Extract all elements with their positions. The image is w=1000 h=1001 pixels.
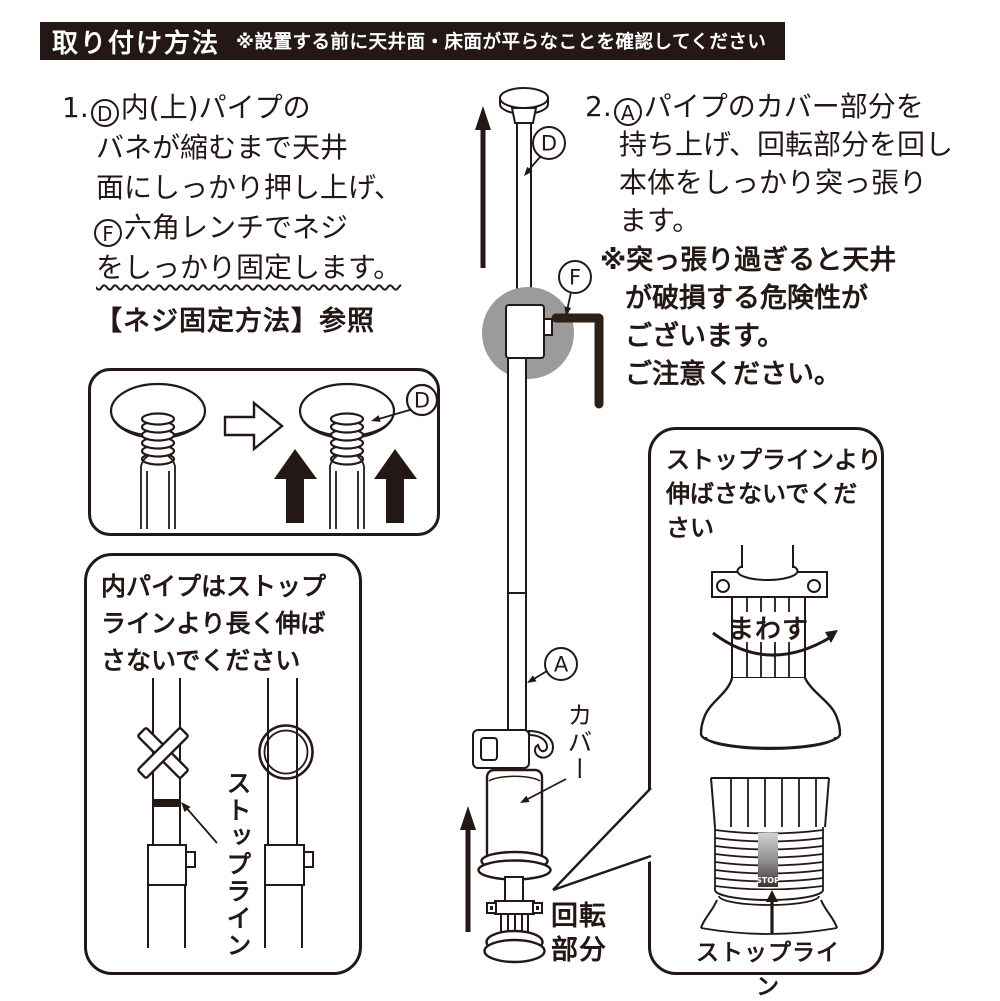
stop-line-mark (153, 799, 180, 807)
label-a: A (527, 647, 578, 683)
label-f: F (558, 260, 592, 316)
rotation-label-line1: 回転 (551, 901, 607, 932)
rotation-part-large (699, 545, 842, 750)
lock-collar (505, 304, 545, 359)
pole-label-d: D (541, 132, 557, 156)
lift-up-arrow-icon (460, 806, 476, 932)
step2-line3: 本体をしっかり突っ張り (619, 166, 928, 199)
rotation-part (483, 876, 546, 964)
push-up-arrow-icon (274, 449, 317, 523)
stop-box-line3: さい (666, 514, 714, 542)
part-f-badge: F (94, 219, 122, 247)
cover-part (477, 768, 552, 881)
part-d-badge: D (90, 99, 119, 127)
warning-line1: ※突っ張り過ぎると天井 (600, 245, 897, 276)
warning-line3: ございます。 (625, 321, 785, 352)
stop-line-diagram (137, 678, 314, 948)
push-up-arrow-icon (374, 449, 417, 523)
step1-reference: 【ネジ固定方法】参照 (95, 306, 375, 337)
callout-tail (552, 784, 655, 892)
stop-band-text: STOP (756, 876, 780, 885)
stop-line-leader-arrow (181, 802, 218, 844)
hook-bracket (472, 729, 555, 769)
page-title: 取り付け方法 (52, 28, 221, 59)
header-bar: 取り付け方法 ※設置する前に天井面・床面が平らなことを確認してください (40, 22, 785, 60)
pipe-collar (147, 844, 187, 886)
step1-number: 1. (62, 91, 89, 124)
inner-pipe-box-text: 内パイプはストップ ラインより長く伸ば さないでください (87, 556, 359, 679)
stop-pointer-arrow (766, 890, 778, 933)
stop-line-band (758, 833, 778, 887)
step2-line1-text: パイプのカバー部分を (643, 90, 924, 123)
pipe-wrong-example (137, 678, 196, 948)
stop-line-box-text: ストップラインより 伸ばさないでくだ さい (651, 430, 882, 545)
transition-arrow-icon (223, 400, 284, 452)
ceiling-cap (499, 87, 549, 124)
stop-line-label: ストップライン (223, 770, 252, 959)
step1-line1-text: 内(上)パイプの (120, 91, 311, 124)
step1-line3: 面にしっかり押し上げ、 (96, 171, 403, 204)
bell-foot (699, 677, 842, 750)
hex-wrench-icon (551, 313, 604, 409)
warning-line2: が破損する危険性が (625, 283, 868, 314)
rotate-arrow-icon (712, 630, 838, 657)
label-d: D (371, 383, 437, 422)
stop-line-label-c: ストップライン (696, 940, 840, 1000)
pole-label-f: F (569, 266, 581, 290)
step2-line2: 持ち上げ、回転部分を回し (619, 128, 954, 161)
circle-mark-icon (258, 724, 314, 780)
stop-box-line1: ストップラインより (666, 446, 882, 474)
step1-line5: をしっかり固定します。 (62, 248, 402, 288)
screw-fix-box: D (88, 368, 440, 536)
rotation-label-line2: 部分 (551, 935, 607, 966)
ceiling-dome-before (109, 382, 207, 529)
header-note: ※設置する前に天井面・床面が平らなことを確認してください (236, 32, 767, 53)
warning-line4: ご注意ください。 (625, 359, 841, 390)
inner-pipe-line1: 内パイプはストップ (101, 572, 327, 601)
stop-line-callout-box: ストップラインより 伸ばさないでくだ さい (648, 427, 884, 975)
step2-number: 2. (585, 90, 612, 123)
cross-mark-icon (137, 727, 189, 779)
ceiling-dome-after (298, 382, 396, 529)
part-a-badge: A (613, 98, 642, 126)
inner-pipe-box: 内パイプはストップ ラインより長く伸ば さないでください (84, 553, 362, 975)
screw-fix-label-d: D (414, 389, 430, 413)
cover-leader-arrow (520, 778, 567, 803)
cover-label: カバー (564, 702, 593, 783)
step2-line4: ます。 (619, 204, 701, 237)
upper-pipe-d (516, 122, 532, 306)
inner-pipe-line3: さないでください (101, 646, 301, 675)
pipe-collar (264, 844, 305, 886)
stop-box-line2: 伸ばさないでくだ (666, 480, 858, 508)
inner-pipe-line2: ラインより長く伸ば (101, 609, 326, 638)
rotate-label: まわす (728, 615, 810, 645)
stop-line-closeup: STOP (700, 777, 838, 935)
rotation-detail-diagram: STOP (699, 545, 842, 935)
spring-icon (140, 412, 176, 466)
label-d: D (524, 126, 566, 176)
pipe-correct-example (258, 678, 314, 948)
step2-warning: ※突っ張り過ぎると天井 が破損する危険性が ございます。 ご注意ください。 (585, 242, 953, 394)
pole-diagram: D F A (460, 87, 604, 964)
screw-fix-diagram: D (109, 382, 437, 529)
spring-icon (329, 412, 365, 466)
step1-line5-text: をしっかり固定します。 (96, 251, 402, 284)
lower-pipe-a (507, 357, 527, 731)
push-up-arrow-icon (475, 106, 491, 268)
step1-line4-text: 六角レンチでネジ (124, 211, 349, 244)
rotation-part-label: 回転 部分 (551, 900, 607, 968)
pole-label-a: A (554, 653, 569, 677)
step1-line2: バネが縮むまで天井 (96, 131, 349, 164)
